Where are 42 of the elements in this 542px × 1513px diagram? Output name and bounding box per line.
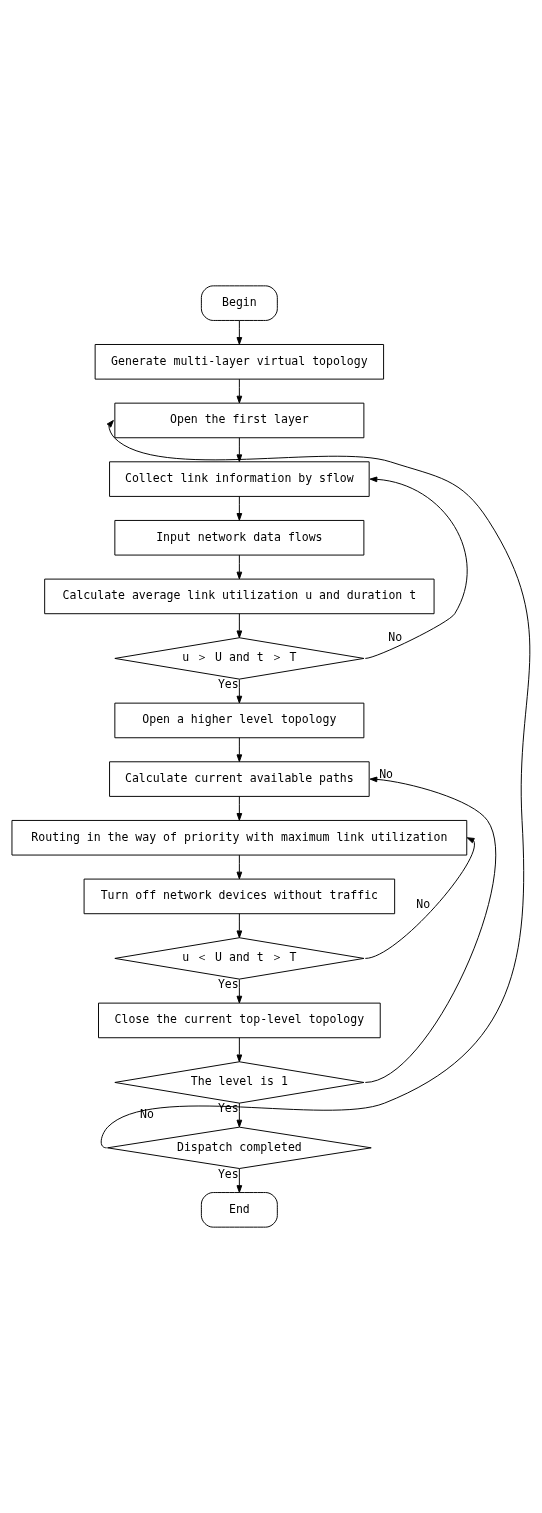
edge-label: No <box>140 1106 154 1121</box>
node-box: Calculate current available paths <box>109 761 370 797</box>
arrow <box>236 437 243 463</box>
arrow <box>236 1037 243 1063</box>
node-box: Open the first layer <box>114 402 365 439</box>
arrow <box>236 554 243 580</box>
node-diamond: u ＞ U and t ＞ T <box>114 637 365 680</box>
arrow <box>236 1168 243 1193</box>
arrow <box>236 320 243 345</box>
arrow <box>100 419 531 1149</box>
node-box: Collect link information by sflow <box>109 461 370 497</box>
node-box: Calculate average link utilization u and duration t <box>44 578 435 615</box>
arrow <box>236 737 243 763</box>
node-box: End <box>200 1192 278 1228</box>
node-box: Close the current top-level topology <box>98 1002 381 1039</box>
arrow <box>364 776 497 1083</box>
arrow <box>236 496 243 521</box>
node-box: Generate multi-layer virtual topology <box>94 344 385 380</box>
arrow <box>236 854 243 880</box>
edge-label: No <box>388 629 403 644</box>
arrow <box>236 613 243 639</box>
arrow <box>236 378 243 404</box>
arrow <box>236 678 243 704</box>
edge-label: Yes <box>217 1166 239 1181</box>
edge-label: Yes <box>217 677 239 692</box>
arrow <box>364 837 475 959</box>
arrow <box>236 913 243 939</box>
node-box: Begin <box>200 285 278 321</box>
edge-label: No <box>379 767 394 782</box>
node-diamond: The level is 1 <box>114 1061 365 1104</box>
arrow <box>364 476 468 659</box>
node-box: Turn off network devices without traffic <box>83 878 396 915</box>
node-box: Open a higher level topology <box>114 702 365 739</box>
node-box: Input network data flows <box>114 519 365 556</box>
node-box: Routing in the way of priority with maximum link utilization <box>11 819 468 856</box>
edge-label: No <box>416 897 431 911</box>
arrow <box>236 978 243 1004</box>
node-diamond: u ＜ U and t ＞ T <box>114 937 365 980</box>
arrow <box>236 1102 243 1128</box>
node-diamond: Dispatch completed <box>107 1126 372 1169</box>
arrow <box>236 796 243 821</box>
edge-label: Yes <box>217 977 239 992</box>
